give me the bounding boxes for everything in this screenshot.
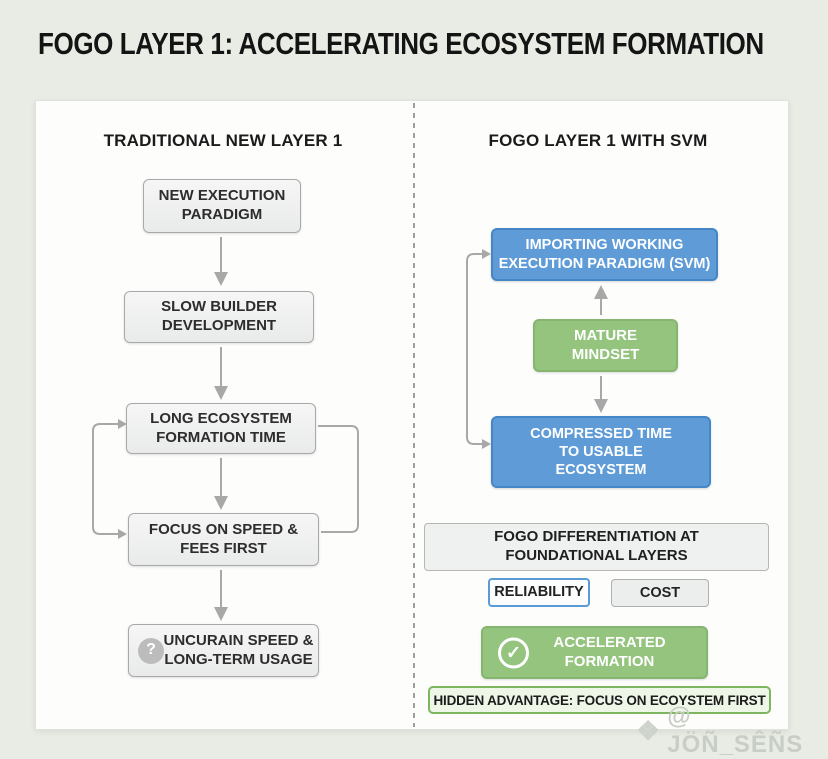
comparison-panel: TRADITIONAL NEW LAYER 1 FOGO LAYER 1 WIT… <box>35 100 789 730</box>
node-label-line: LONG ECOSYSTEM <box>150 409 292 427</box>
node-label-line: TO USABLE <box>559 443 643 460</box>
node-label-line: FORMATION <box>564 652 655 670</box>
node-label-line: FORMATION TIME <box>156 428 286 446</box>
left-column-header: TRADITIONAL NEW LAYER 1 <box>103 131 343 150</box>
diamond-cluster-icon: ❖ <box>636 715 662 746</box>
node-label-line: DEVELOPMENT <box>161 317 277 334</box>
node-label-line: COMPRESSED TIME <box>530 425 672 442</box>
loop-arrowhead-bottom <box>118 529 127 539</box>
node-label-line: SLOW BUILDER <box>161 298 277 316</box>
node-label-line: COST <box>639 584 681 601</box>
node-label-line: ACCELERATED <box>553 633 666 651</box>
node-importing-working-execution-paradigm: IMPORTING WORKING EXECUTION PARADIGM (SV… <box>491 228 718 281</box>
node-slow-builder-development: SLOW BUILDER DEVELOPMENT <box>124 291 314 343</box>
node-label-line: IMPORTING WORKING <box>525 237 684 254</box>
node-compressed-time-to-usable-ecosystem: COMPRESSED TIME TO USABLE ECOSYSTEM <box>491 416 711 488</box>
question-mark-icon: ? <box>138 637 164 664</box>
node-long-ecosystem-formation-time: LONG ECOSYSTEM FORMATION TIME <box>126 403 316 454</box>
node-fogo-differentiation: FOGO DIFFERENTIATION AT FOUNDATIONAL LAY… <box>424 523 769 571</box>
page-title: FOGO LAYER 1: ACCELERATING ECOSYSTEM FOR… <box>38 26 764 61</box>
node-accelerated-formation: ✓ ACCELERATED FORMATION <box>481 626 708 679</box>
watermark: ❖ @ JÖÑ_SÊÑS <box>636 703 828 759</box>
node-new-execution-paradigm: NEW EXECUTION PARADIGM <box>143 179 301 233</box>
node-label-line: EXECUTION PARADIGM (SVM) <box>498 255 711 272</box>
check-circle-icon: ✓ <box>498 637 529 668</box>
watermark-handle: @ JÖÑ_SÊÑS <box>667 703 804 758</box>
node-label-line: FOGO DIFFERENTIATION AT <box>494 528 699 546</box>
node-label-line: MATURE <box>573 326 638 344</box>
cycle-arrowhead-bottom <box>482 439 491 449</box>
column-divider <box>413 103 415 727</box>
node-label-line: UNCURAIN SPEED & <box>163 631 314 649</box>
node-label-line: FOUNDATIONAL LAYERS <box>505 547 688 564</box>
node-label-line: LONG-TERM USAGE <box>164 650 313 668</box>
node-cost: COST <box>611 579 709 607</box>
node-label-line: MINDSET <box>571 345 640 363</box>
node-label-line: PARADIGM <box>181 206 263 223</box>
loop-arrow-left <box>92 423 118 535</box>
node-mature-mindset: MATURE MINDSET <box>533 319 678 372</box>
cycle-arrowhead-top <box>482 249 491 259</box>
cycle-bracket-right <box>466 253 482 445</box>
node-label-line: ECOSYSTEM <box>555 462 647 479</box>
node-label-line: NEW EXECUTION <box>158 187 286 205</box>
node-hidden-advantage: HIDDEN ADVANTAGE: FOCUS ON ECOYSTEM FIRS… <box>428 686 771 714</box>
right-column-header: FOGO LAYER 1 WITH SVM <box>488 131 708 150</box>
node-uncertain-speed-long-term-usage: ? UNCURAIN SPEED & LONG-TERM USAGE <box>128 624 319 677</box>
loop-line-right <box>318 425 359 533</box>
node-label-line: FEES FIRST <box>180 539 267 557</box>
node-focus-on-speed-fees-first: FOCUS ON SPEED & FEES FIRST <box>128 513 319 566</box>
node-label-line: RELIABILITY <box>494 584 584 601</box>
node-reliability: RELIABILITY <box>488 578 590 607</box>
node-label-line: HIDDEN ADVANTAGE: FOCUS ON ECOYSTEM FIRS… <box>433 692 766 708</box>
node-label-line: FOCUS ON SPEED & <box>148 520 299 538</box>
